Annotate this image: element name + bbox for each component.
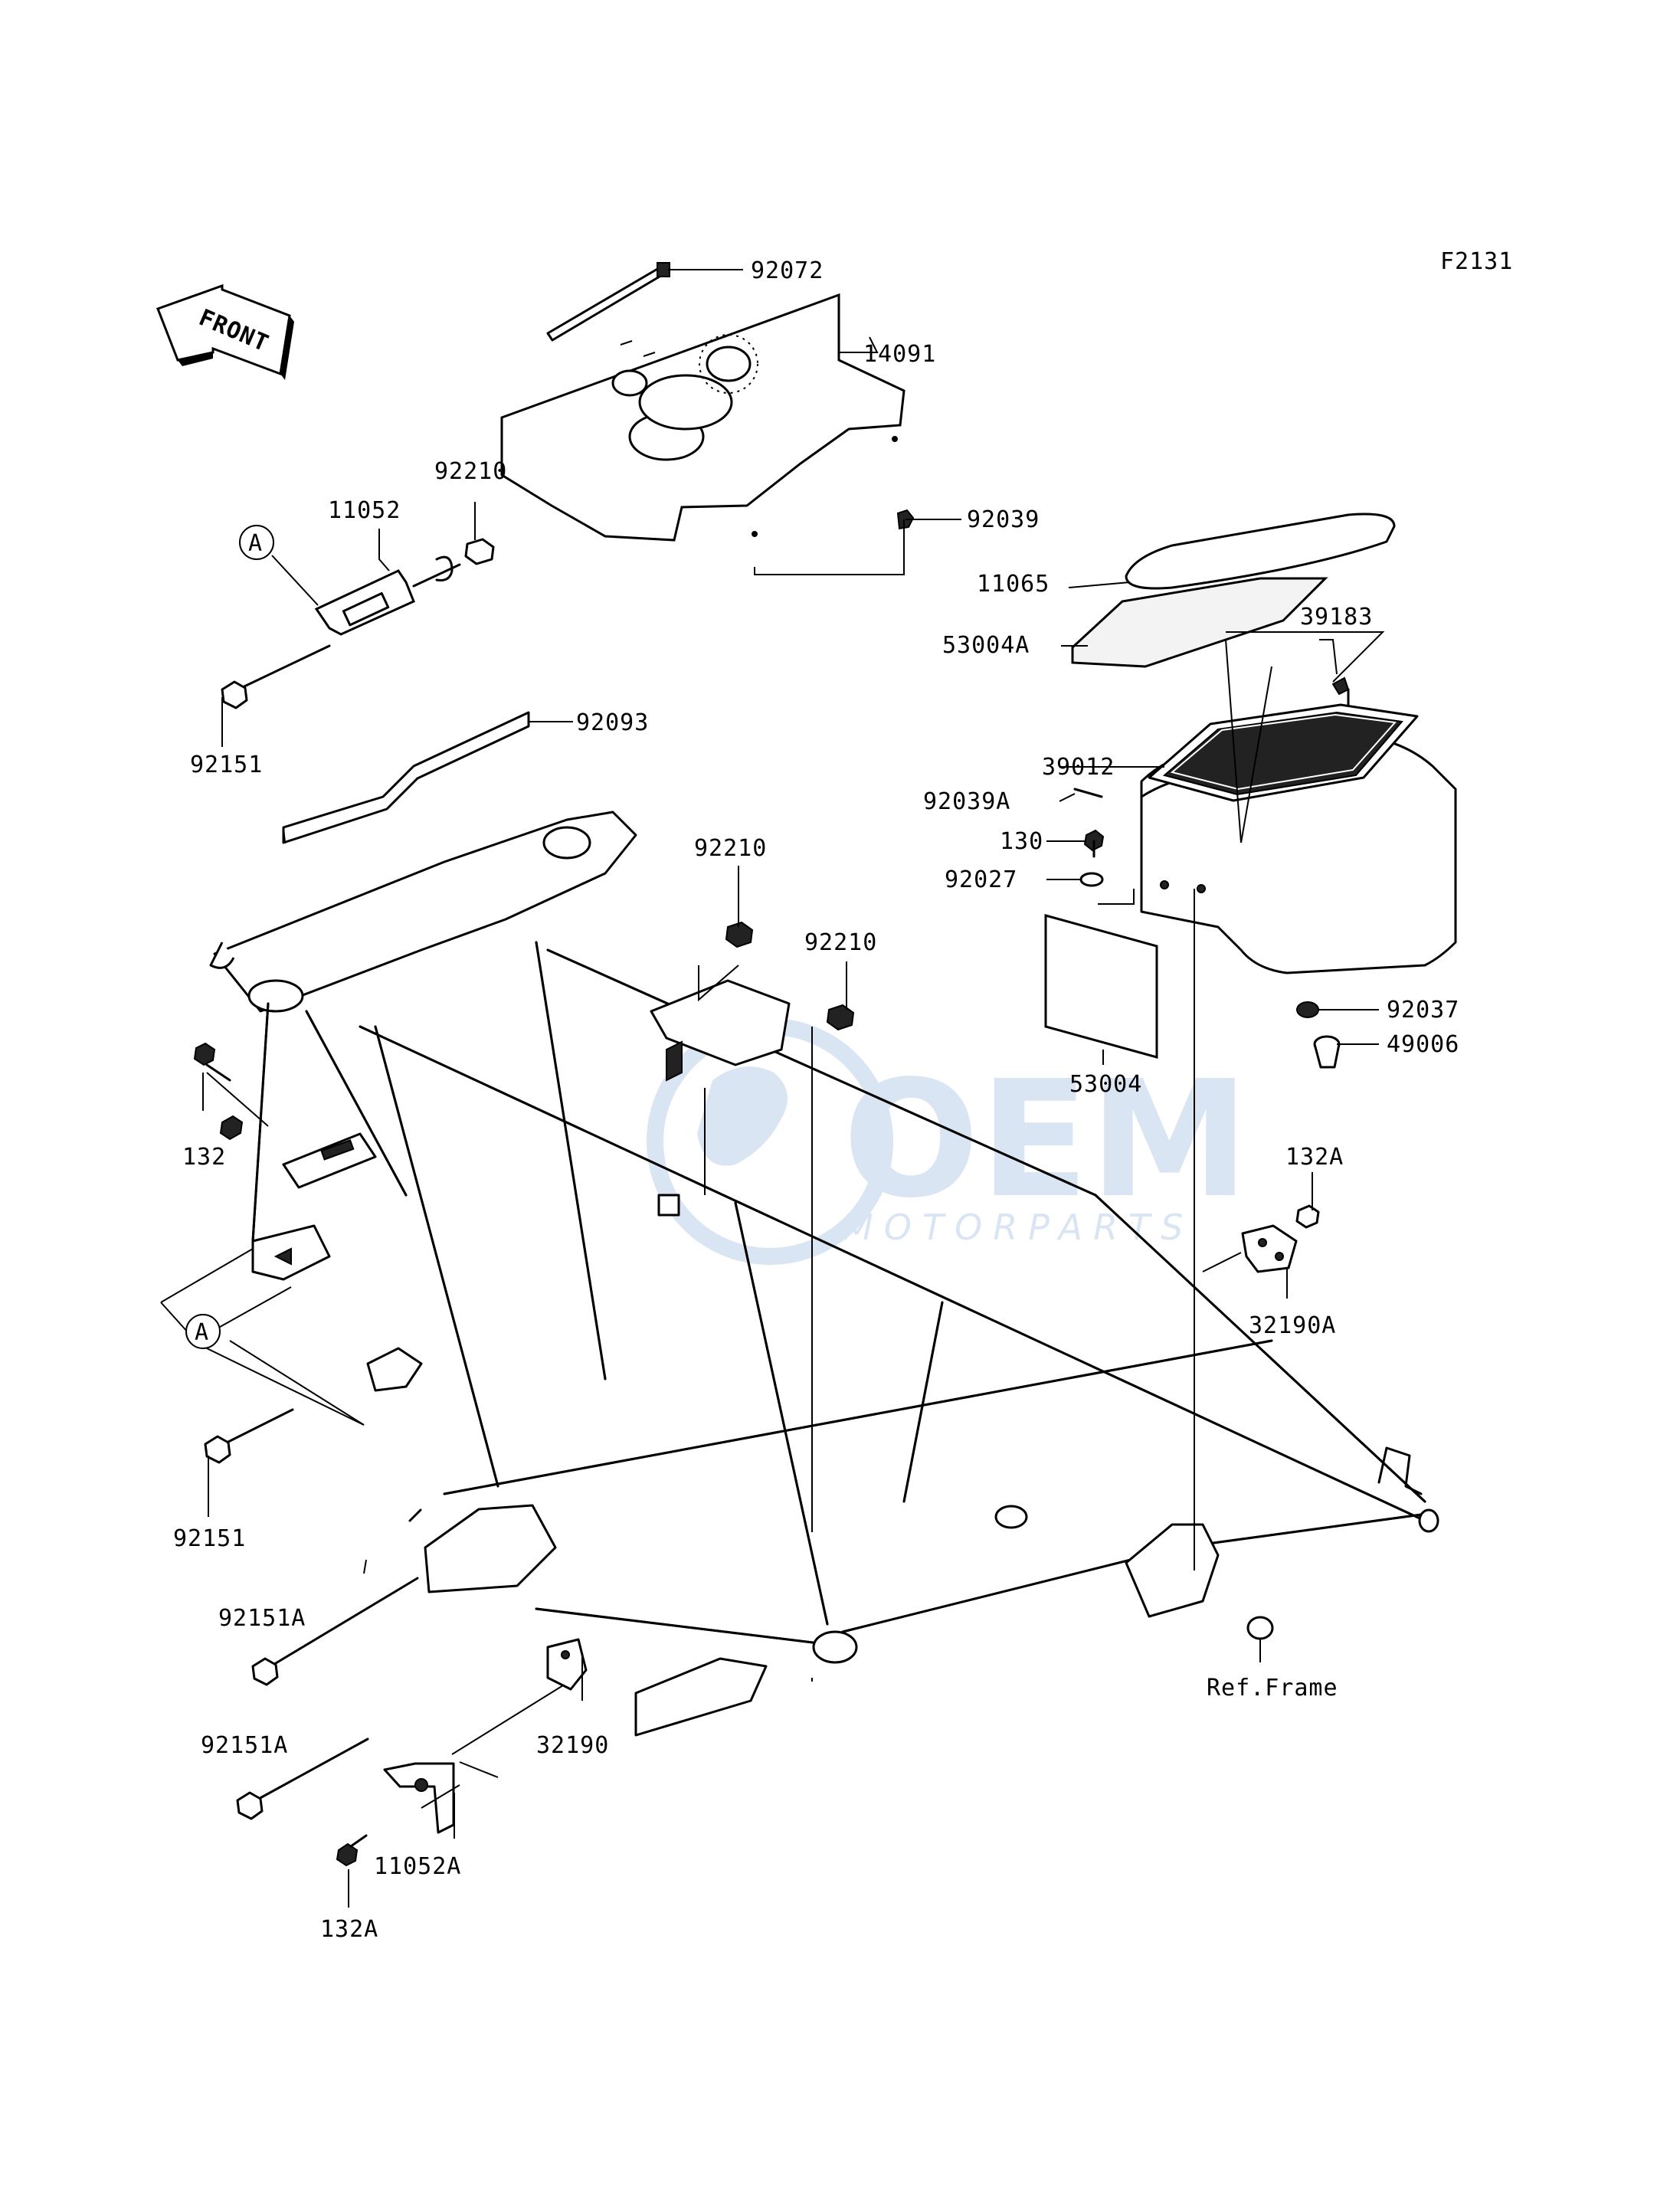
nut-92210-top xyxy=(464,538,495,565)
cap-49006 xyxy=(1313,1035,1341,1069)
callout-a-top: A xyxy=(239,525,274,560)
label-132A-bottom: 132A xyxy=(320,1916,378,1943)
washer-92027 xyxy=(1079,872,1104,887)
skid-plate-14091 xyxy=(500,293,905,542)
label-92151A-1: 92151A xyxy=(218,1605,306,1632)
bolt-132A-bottom xyxy=(336,1834,368,1867)
label-92039A: 92039A xyxy=(923,788,1010,815)
watermark: OEM MOTORPARTS xyxy=(647,1018,1249,1265)
callout-a-bottom-label: A xyxy=(195,1319,209,1346)
strap-92072 xyxy=(546,262,670,342)
air-box-39012 xyxy=(1140,703,1457,974)
label-11052A: 11052A xyxy=(374,1853,461,1880)
label-130: 130 xyxy=(1000,828,1043,855)
label-11065: 11065 xyxy=(977,571,1050,598)
label-53004: 53004 xyxy=(1069,1071,1142,1098)
bracket-11052A xyxy=(383,1762,455,1834)
front-arrow-icon: FRONT xyxy=(156,283,294,380)
label-92210-top: 92210 xyxy=(434,458,507,485)
main-frame xyxy=(209,811,1439,1737)
label-92151-mid: 92151 xyxy=(173,1525,246,1552)
leader-lines xyxy=(160,269,1385,1908)
label-11052: 11052 xyxy=(328,497,401,524)
label-49006: 49006 xyxy=(1387,1031,1459,1058)
nut-92210-mid2 xyxy=(826,1004,855,1031)
bracket-11052 xyxy=(314,555,461,636)
nut-92210-mid1 xyxy=(725,921,754,948)
label-92039: 92039 xyxy=(967,506,1040,533)
label-92072: 92072 xyxy=(751,257,824,284)
callout-a-top-label: A xyxy=(248,530,263,557)
label-92093: 92093 xyxy=(576,709,649,736)
bolt-92039A xyxy=(1073,788,1103,798)
callout-a-bottom: A xyxy=(185,1314,221,1349)
label-53004A: 53004A xyxy=(942,632,1030,659)
label-39012: 39012 xyxy=(1042,754,1115,781)
label-92151A-2: 92151A xyxy=(201,1732,288,1759)
sticker-53004 xyxy=(1044,914,1158,1059)
label-92027: 92027 xyxy=(945,866,1017,893)
label-92037: 92037 xyxy=(1387,997,1459,1024)
gasket-53004A xyxy=(1071,577,1328,668)
bracket-32190A xyxy=(1241,1224,1298,1273)
watermark-sub: MOTORPARTS xyxy=(843,1207,1194,1248)
seat-pad-11065 xyxy=(1125,513,1396,590)
bolt-92151A-2 xyxy=(236,1738,369,1820)
label-92151-top: 92151 xyxy=(190,752,263,778)
label-132: 132 xyxy=(182,1144,226,1171)
pad-92093 xyxy=(282,711,530,844)
label-32190: 32190 xyxy=(536,1732,609,1759)
bolt-130 xyxy=(1083,829,1105,858)
watermark-brand: OEM xyxy=(843,1046,1249,1233)
label-32190A: 32190A xyxy=(1249,1312,1336,1339)
part-labels: 92072 14091 92039 92210 11052 92151 9209… xyxy=(173,257,1459,1943)
bolt-132A-right xyxy=(1295,1204,1320,1229)
label-14091: 14091 xyxy=(863,341,936,368)
bolt-92151-mid xyxy=(204,1408,294,1464)
bracket-32190 xyxy=(546,1638,588,1691)
label-39183: 39183 xyxy=(1300,604,1373,630)
clamp-92037 xyxy=(1296,1001,1319,1018)
figure-code: F2131 xyxy=(1440,248,1513,275)
bolt-132 xyxy=(193,1042,231,1082)
bolt-92151-top xyxy=(221,644,331,709)
label-92210-mid1: 92210 xyxy=(694,835,767,862)
label-92210-mid2: 92210 xyxy=(804,929,877,956)
label-ref-frame: Ref.Frame xyxy=(1207,1675,1338,1702)
bolt-92151A-1 xyxy=(251,1577,419,1686)
label-132A-right: 132A xyxy=(1285,1144,1344,1171)
